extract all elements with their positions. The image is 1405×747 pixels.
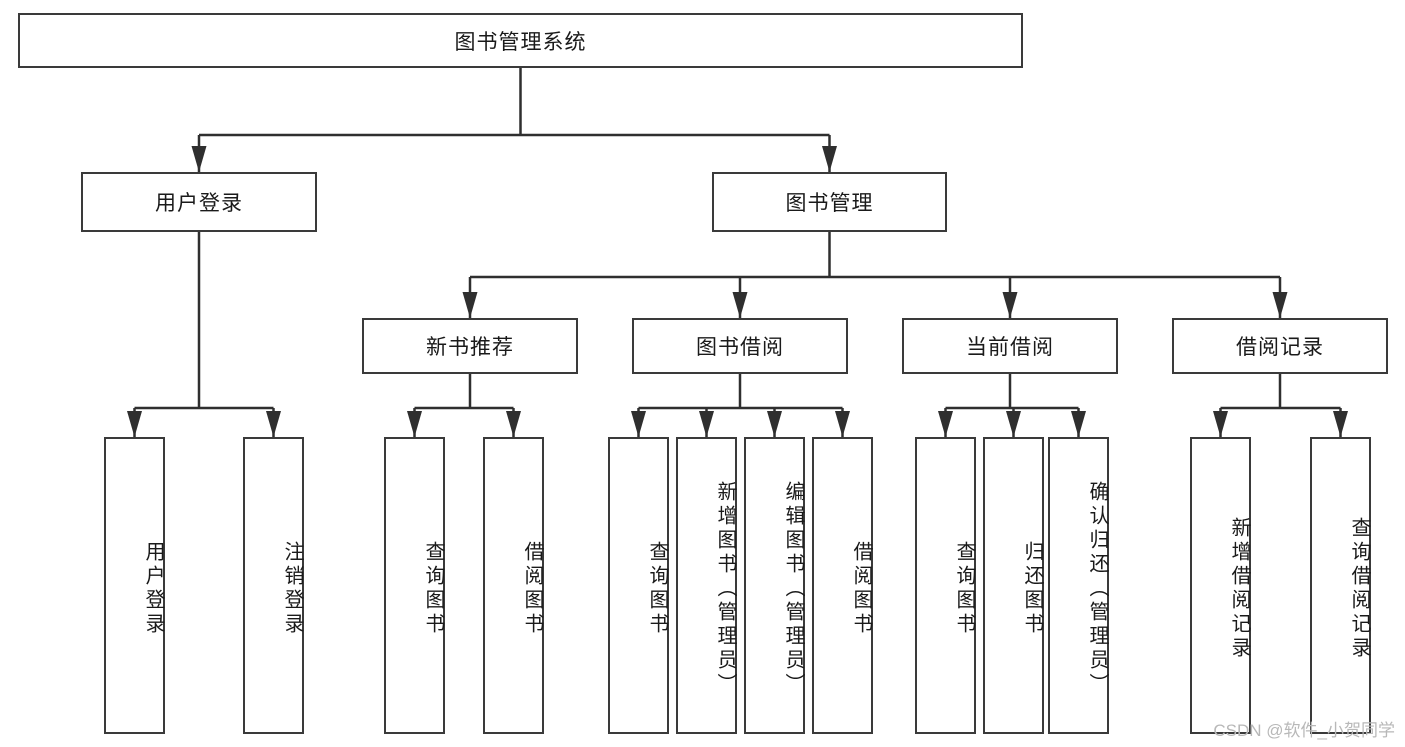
arrow-head-icon [631,411,646,437]
arrow-head-icon [127,411,142,437]
node-label: 借阅图书 [521,540,543,637]
node-label: 查询图书 [422,540,444,637]
node-leaf6[interactable]: 新增图书（管理员） [676,437,737,734]
node-leaf5[interactable]: 查询图书 [608,437,669,734]
arrow-head-icon [732,292,748,318]
node-label: 新增借阅记录 [1228,516,1250,661]
arrow-head-icon [1002,292,1018,318]
node-label: 编辑图书（管理员） [782,480,804,697]
arrow-head-icon [191,146,207,172]
arrow-head-icon [462,292,478,318]
arrow-head-icon [1333,411,1348,437]
arrow-head-icon [1213,411,1228,437]
watermark-label: CSDN @软件_小贺同学 [1213,721,1395,740]
node-leaf11[interactable]: 确认归还（管理员） [1048,437,1109,734]
node-root[interactable]: 图书管理系统 [18,13,1023,68]
arrow-head-icon [1006,411,1021,437]
node-label: 新书推荐 [426,336,514,359]
node-l2a[interactable]: 用户登录 [81,172,317,232]
arrow-head-icon [506,411,521,437]
arrow-head-icon [1071,411,1086,437]
arrow-head-icon [699,411,714,437]
node-leaf3[interactable]: 查询图书 [384,437,445,734]
node-leaf13[interactable]: 查询借阅记录 [1310,437,1371,734]
node-label: 新增图书（管理员） [714,480,736,697]
node-label: 借阅记录 [1236,336,1324,359]
node-label: 图书借阅 [696,336,784,359]
node-label: 借阅图书 [850,540,872,637]
node-label: 图书管理 [785,192,874,215]
node-l3c[interactable]: 当前借阅 [902,318,1118,374]
node-leaf9[interactable]: 查询图书 [915,437,976,734]
node-leaf7[interactable]: 编辑图书（管理员） [744,437,805,734]
node-label: 注销登录 [281,540,303,637]
arrow-head-icon [938,411,953,437]
node-label: 当前借阅 [966,336,1054,359]
node-leaf12[interactable]: 新增借阅记录 [1190,437,1251,734]
arrow-head-icon [822,146,837,172]
node-label: 图书管理系统 [454,30,587,54]
node-label: 查询图书 [953,540,975,637]
node-label: 用户登录 [155,192,243,215]
node-l2b[interactable]: 图书管理 [712,172,947,232]
arrow-head-icon [407,411,422,437]
node-leaf2[interactable]: 注销登录 [243,437,304,734]
node-l3b[interactable]: 图书借阅 [632,318,848,374]
arrow-head-icon [266,411,281,437]
node-l3d[interactable]: 借阅记录 [1172,318,1388,374]
arrow-head-icon [835,411,850,437]
node-leaf4[interactable]: 借阅图书 [483,437,544,734]
node-label: 查询图书 [646,540,668,637]
node-leaf8[interactable]: 借阅图书 [812,437,873,734]
arrow-head-icon [767,411,782,437]
arrow-head-icon [1272,292,1288,318]
node-l3a[interactable]: 新书推荐 [362,318,578,374]
node-label: 用户登录 [142,540,164,637]
node-label: 归还图书 [1021,540,1043,637]
node-label: 查询借阅记录 [1348,516,1370,661]
node-leaf1[interactable]: 用户登录 [104,437,165,734]
node-label: 确认归还（管理员） [1086,480,1108,697]
node-leaf10[interactable]: 归还图书 [983,437,1044,734]
